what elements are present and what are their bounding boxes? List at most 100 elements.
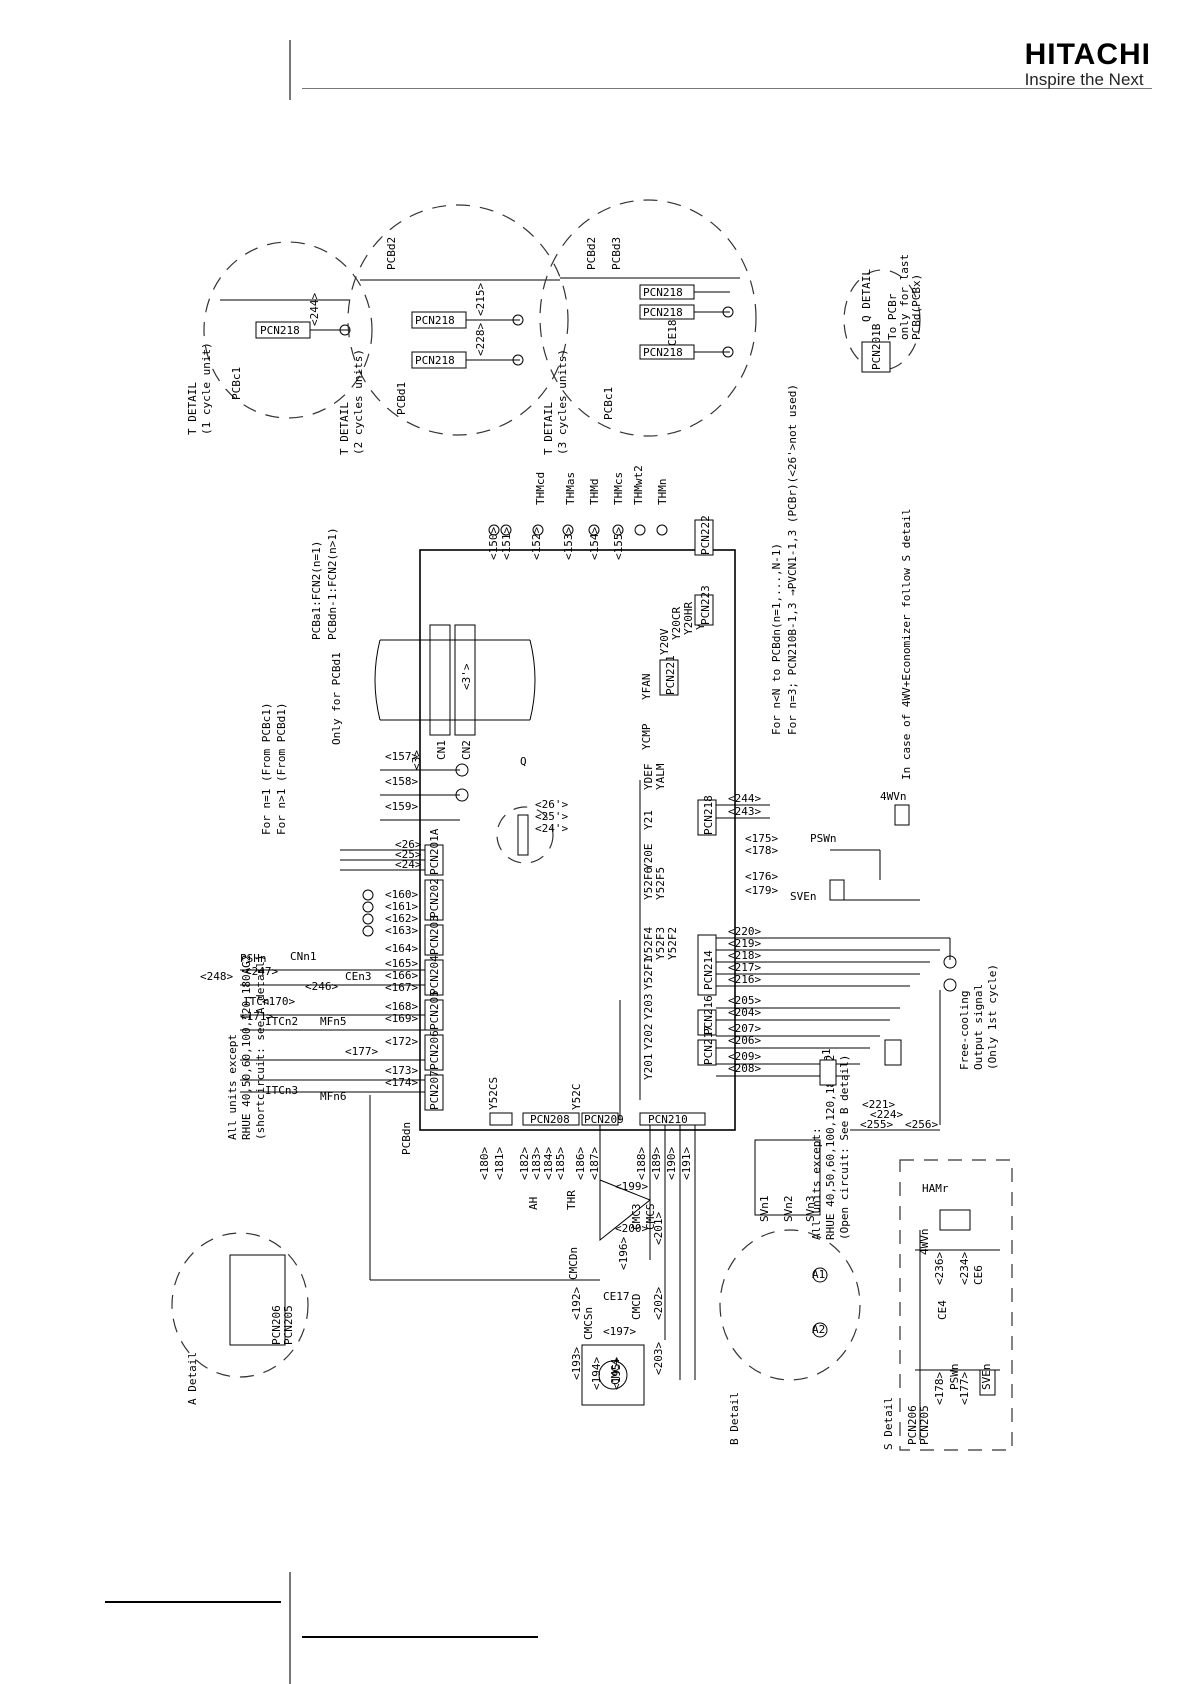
left-connectors: PCN201A PCN202 PCN203 PCN204 PCN205 PCN2…: [424, 828, 444, 1111]
sig-b-203: <203>: [652, 1342, 665, 1375]
t2-conn-b: PCN218: [415, 354, 455, 367]
s-sig-234: <234>: [958, 1252, 971, 1285]
sig-b-188: <188>: [635, 1147, 648, 1180]
relay-y52f6: Y52F6: [642, 867, 655, 900]
footer-rule-left: [105, 1601, 281, 1603]
dev-svn3: SVn3: [804, 1196, 817, 1223]
dev-cnn1: CNn1: [290, 950, 317, 963]
dev-ce17: CE17: [603, 1290, 630, 1303]
sig-173: <173>: [385, 1064, 418, 1077]
s-ce6: CE6: [972, 1265, 985, 1285]
a-title: A Detail: [186, 1352, 199, 1405]
right-conn-3: PCN223: [699, 585, 712, 625]
sig-166: <166>: [385, 969, 418, 982]
right-connectors: PCN221 PCN222 PCN223 PCN214 PCN216 PCN21…: [659, 515, 717, 1066]
sig-q-24: <24'>: [535, 822, 568, 835]
sig-b-193: <193>: [570, 1347, 583, 1380]
sig-159: <159>: [385, 800, 418, 813]
dev-cmc3: CMC3: [630, 1204, 643, 1231]
s-4wvn: 4WVn: [918, 1229, 931, 1256]
b-p2: A2: [812, 1323, 825, 1336]
b-title: B Detail: [728, 1392, 741, 1445]
sig-b-183: <183>: [530, 1147, 543, 1180]
s-ce4: CE4: [936, 1300, 949, 1320]
sig-158: <158>: [385, 775, 418, 788]
sig-r-208: <208>: [728, 1062, 761, 1075]
sig-170: <170>: [262, 995, 295, 1008]
sig-b-194: <194>: [590, 1357, 603, 1390]
right-signals: <244> <243> <175> <178> <176> <179> <220…: [716, 792, 957, 1131]
sig-163: <163>: [385, 924, 418, 937]
sig-172: <172>: [385, 1035, 418, 1048]
relay-column: YCMP YFAN Y20V Y20CR Y20HR Y20D YDEF YAL…: [487, 602, 707, 1120]
header-rule-vertical: [289, 40, 291, 100]
s-c1: PCN206: [906, 1405, 919, 1445]
sig-q-26: <26'>: [535, 798, 568, 811]
sig-r-206: <206>: [728, 1034, 761, 1047]
sig-b-196: <196>: [617, 1237, 630, 1270]
t2-board-a: PCBd1: [395, 382, 408, 415]
sensor-sig-154: <154>: [588, 527, 601, 560]
sensor-thmas: THMas: [564, 472, 577, 505]
sig-b-182: <182>: [518, 1147, 531, 1180]
t1-title: T DETAIL: [186, 382, 199, 435]
sig-b-197: <197>: [603, 1325, 636, 1338]
sig-167: <167>: [385, 981, 418, 994]
q-note1: To PCBr: [886, 293, 899, 340]
all-units-b3: (Open circuit: See B detail): [838, 1055, 851, 1240]
sig-24: <24>: [395, 858, 422, 871]
all-units-a1: All units except: [226, 1034, 239, 1140]
t2-title: T DETAIL: [338, 402, 351, 455]
right-conn-5: PCN216: [702, 995, 715, 1035]
dev-cen3: CEn3: [345, 970, 372, 983]
t2-conn-a: PCN218: [415, 314, 455, 327]
sig-b-184: <184>: [542, 1147, 555, 1180]
relay-y20e: Y20E: [642, 844, 655, 871]
in-conn-1: CN1: [435, 740, 448, 760]
t3-conn-c: PCN218: [643, 346, 683, 359]
right-conn-2: PCN222: [699, 515, 712, 555]
in-conn-2: CN2: [460, 740, 473, 760]
right-conn-4: PCN214: [702, 950, 715, 990]
sig-b-195: <195>: [610, 1357, 623, 1390]
sensor-sig-152: <152>: [530, 527, 543, 560]
q-note2: only for last: [898, 254, 911, 340]
sig-b-200: <200>: [615, 1222, 648, 1235]
dev-mfn5: MFn5: [320, 1015, 347, 1028]
s-title: S Detail: [882, 1397, 895, 1450]
all-units-b2: RHUE 40,50,60,100,120,180AG2: [824, 1055, 837, 1240]
sig-b-187: <187>: [588, 1147, 601, 1180]
dev-ah: AH: [527, 1197, 540, 1210]
n1-note: For n=1 (From PCBc1): [260, 703, 273, 835]
sig-160: <160>: [385, 888, 418, 901]
sensor-thmn: THMn: [656, 479, 669, 506]
for-n-lt-n-note: For n<N to PCBdn(n=1,...,N-1): [770, 543, 783, 735]
hitachi-logo: HITACHI Inspire the Next: [1025, 40, 1151, 90]
only-note: Only for PCBd1: [330, 652, 343, 745]
relay-y202: Y202: [642, 1024, 655, 1051]
sig-r-244: <244>: [728, 792, 761, 805]
sig-b-186: <186>: [574, 1147, 587, 1180]
t3-conn-a: PCN218: [643, 286, 683, 299]
sensor-thmcs: THMcs: [612, 472, 625, 505]
left-devices: PSHn ITCn ITCn2 ITCn3 MFn5 MFn6 CNn1 CEn…: [240, 950, 372, 1103]
sig-r-256: <256>: [905, 1118, 938, 1131]
left-conn-2: PCN202: [428, 878, 441, 918]
sensor-thmcd: THMcd: [534, 472, 547, 505]
sig-b-180: <180>: [478, 1147, 491, 1180]
sig-165: <165>: [385, 957, 418, 970]
footer-rule-right: [302, 1636, 538, 1638]
sig-171: <171>: [240, 1010, 273, 1023]
economizer-note: In case of 4WV+Economizer follow S detai…: [900, 508, 913, 780]
all-units-a2: RHUE 40,50,60,100,120,180AG2: [240, 955, 253, 1140]
header-rule-horizontal: [302, 88, 1152, 89]
a-conn-2: PCN205: [282, 1305, 295, 1345]
t2-sub: (2 cycles units): [352, 349, 365, 455]
pcb-top-note: PCBa1:FCN2(n=1): [310, 541, 323, 640]
sig-r-224: <224>: [870, 1108, 903, 1121]
t3-conn-b: PCN218: [643, 306, 683, 319]
bottom-devices: CMCDn CMCSn CMC3 CMC4 CMCS CMCD CE17 AH …: [527, 1190, 657, 1385]
sig-r-175: <175>: [745, 832, 778, 845]
dev-itcn3: ITCn3: [265, 1084, 298, 1097]
